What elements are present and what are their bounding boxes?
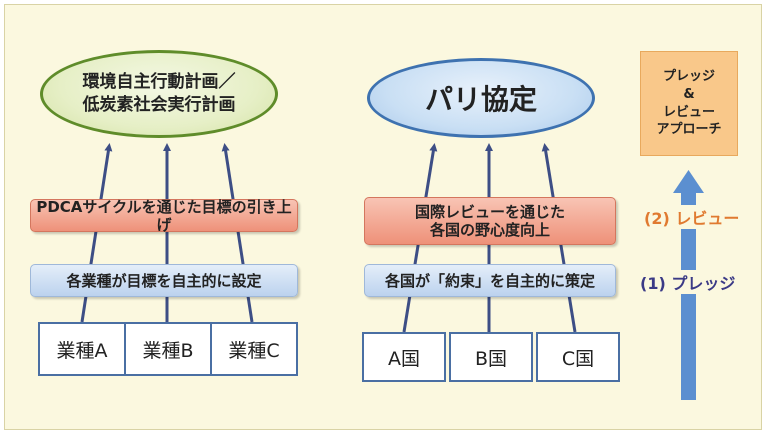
legend-title-line4: アプローチ (656, 122, 722, 138)
left-unit-label-a: 業種A (56, 339, 108, 362)
right-unit-label-a: A国 (388, 347, 420, 370)
legend-title-line2: & (683, 86, 695, 102)
left-goal-ellipse: 環境自主行動計画／ 低炭素社会実行計画 (40, 50, 278, 138)
legend-arrow-shaft (681, 190, 696, 400)
right-unit-label-b: B国 (474, 347, 508, 370)
left-pledge-bar: 各業種が目標を自主的に設定 (30, 264, 298, 297)
right-review-bar: 国際レビューを通じた 各国の野心度向上 (364, 197, 616, 245)
right-pledge-bar-text: 各国が「約束」を自主的に策定 (384, 271, 595, 290)
legend-arrow-head (673, 170, 704, 193)
legend-title-line3: レビュー (662, 104, 715, 120)
right-unit-label-c: C国 (561, 347, 595, 370)
right-review-bar-line2: 各国の野心度向上 (429, 221, 550, 239)
right-unit-box-c: C国 (536, 332, 620, 382)
left-review-bar-text: PDCAサイクルを通じた目標の引き上げ (36, 197, 292, 234)
legend-title-box: プレッジ & レビュー アプローチ (640, 51, 738, 156)
left-unit-box-c: 業種C (210, 322, 298, 376)
legend-title-line1: プレッジ (662, 69, 715, 85)
left-unit-box-a: 業種A (38, 322, 126, 376)
left-unit-box-b: 業種B (124, 322, 212, 376)
legend-review-label: (2) レビュー (642, 205, 742, 229)
right-goal-ellipse: パリ協定 (367, 58, 595, 138)
left-pledge-bar-text: 各業種が目標を自主的に設定 (66, 271, 262, 290)
left-goal-line1: 環境自主行動計画／ (82, 72, 236, 93)
right-review-bar-line1: 国際レビューを通じた (414, 203, 565, 221)
left-unit-label-b: 業種B (142, 339, 194, 362)
right-goal-title: パリ協定 (424, 83, 537, 116)
legend-pledge-label: (1) プレッジ (638, 270, 738, 294)
right-pledge-bar: 各国が「約束」を自主的に策定 (364, 264, 616, 297)
right-unit-box-a: A国 (362, 332, 446, 382)
right-unit-box-b: B国 (449, 332, 533, 382)
left-goal-line2: 低炭素社会実行計画 (82, 95, 236, 115)
left-unit-label-c: 業種C (228, 339, 280, 362)
left-review-bar: PDCAサイクルを通じた目標の引き上げ (30, 197, 298, 234)
